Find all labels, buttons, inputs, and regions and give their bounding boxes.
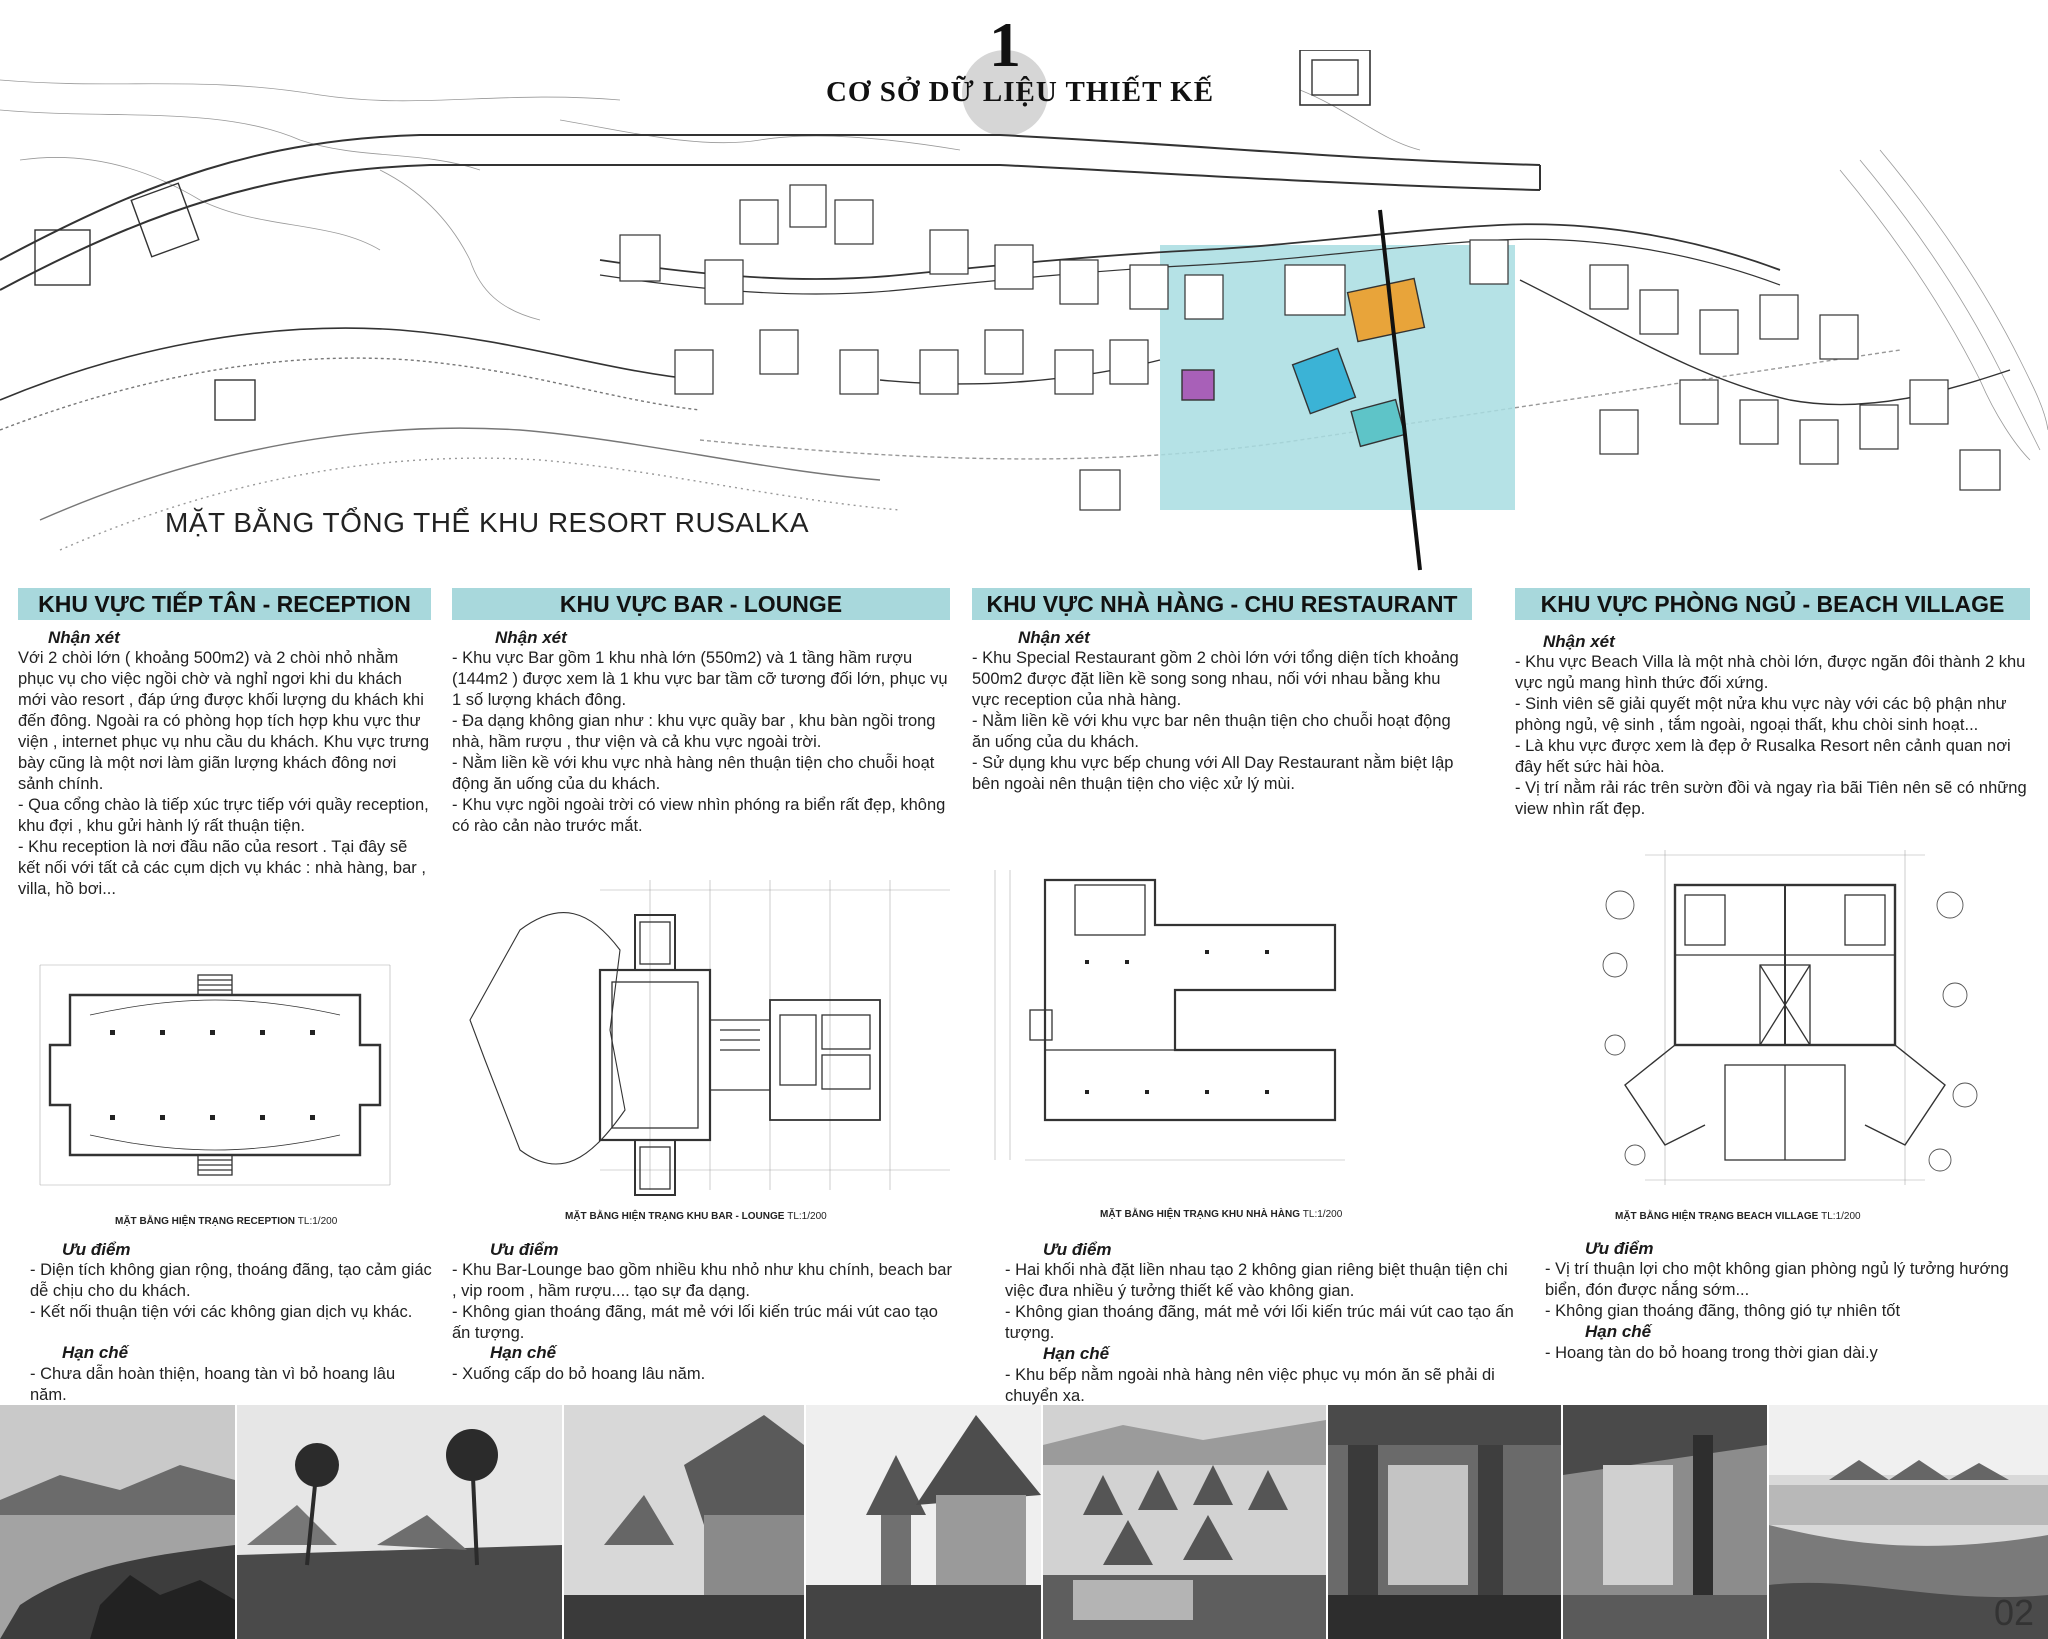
photo-rocky-beach xyxy=(1769,1405,2048,1639)
section-number: 1 xyxy=(989,9,1021,80)
reception-floor-plan xyxy=(30,945,400,1205)
masterplan-drawing xyxy=(0,49,2048,580)
restaurant-remarks: - Khu Special Restaurant gồm 2 chòi lớn … xyxy=(972,648,1472,795)
photo-concrete-interior xyxy=(1328,1405,1561,1639)
bar-con-1: - Xuống cấp do bỏ hoang lâu năm. xyxy=(452,1365,706,1383)
bar-remarks-label: Nhận xét xyxy=(495,628,567,647)
beach-pro-1: - Vị trí thuận lợi cho một không gian ph… xyxy=(1545,1260,2009,1299)
beach-con-1: - Hoang tàn do bỏ hoang trong thời gian … xyxy=(1545,1344,1878,1362)
reception-pro-1: - Diện tích không gian rộng, thoáng đãng… xyxy=(30,1261,432,1300)
restaurant-pros-label: Ưu điểm xyxy=(1043,1240,1112,1259)
beach-scale: TL:1/200 xyxy=(1821,1211,1861,1222)
reception-pros: - Diện tích không gian rộng, thoáng đãng… xyxy=(30,1260,435,1323)
restaurant-pros: - Hai khối nhà đặt liền nhau tạo 2 không… xyxy=(1005,1260,1515,1344)
beach-pros-label: Ưu điểm xyxy=(1585,1239,1654,1258)
reception-remark-1: Với 2 chòi lớn ( khoảng 500m2) và 2 chòi… xyxy=(18,649,430,793)
photo-coastline xyxy=(0,1405,235,1639)
reception-remark-2: - Qua cổng chào là tiếp xúc trực tiếp vớ… xyxy=(18,796,429,835)
beach-cons-label: Hạn chế xyxy=(1585,1322,1652,1341)
bar-pros-label: Ưu điểm xyxy=(490,1240,559,1259)
restaurant-scale: TL:1/200 xyxy=(1302,1209,1343,1220)
restaurant-cons: - Khu bếp nằm ngoài nhà hàng nên việc ph… xyxy=(1005,1365,1515,1407)
section-number-circle xyxy=(962,50,1048,136)
bar-remark-3: - Nằm liền kề với khu vực nhà hàng nên t… xyxy=(452,754,935,793)
bar-pro-2: - Không gian thoáng đãng, mát mẻ với lối… xyxy=(452,1303,938,1342)
beach-pros: - Vị trí thuận lợi cho một không gian ph… xyxy=(1545,1259,2040,1322)
reception-con-1: - Chưa dẫn hoàn thiện, hoang tàn vì bỏ h… xyxy=(30,1365,396,1404)
reception-caption-text: MẶT BẰNG HIỆN TRẠNG RECEPTION xyxy=(115,1216,295,1227)
beach-remark-3: - Là khu vực được xem là đẹp ở Rusalka R… xyxy=(1515,737,2011,776)
beach-cons: - Hoang tàn do bỏ hoang trong thời gian … xyxy=(1545,1343,2040,1364)
beach-remark-1: - Khu vực Beach Villa là một nhà chòi lớ… xyxy=(1515,653,2026,692)
restaurant-drawing-caption: MẶT BẰNG HIỆN TRẠNG KHU NHÀ HÀNG TL:1/20… xyxy=(1100,1209,1342,1220)
restaurant-con-1: - Khu bếp nằm ngoài nhà hàng nên việc ph… xyxy=(1005,1366,1495,1405)
bar-cons-label: Hạn chế xyxy=(490,1343,557,1362)
bar-lounge-floor-plan xyxy=(450,870,955,1210)
bar-remark-4: - Khu vực ngồi ngoài trời có view nhìn p… xyxy=(452,796,946,835)
beach-caption-text: MẶT BẰNG HIỆN TRẠNG BEACH VILLAGE xyxy=(1615,1211,1819,1222)
restaurant-floor-plan xyxy=(985,840,1365,1180)
restaurant-pro-2: - Không gian thoáng đãng, mát mẻ với lối… xyxy=(1005,1303,1514,1342)
reception-pro-2: - Kết nối thuận tiện với các không gian … xyxy=(30,1303,413,1321)
page-number: 02 xyxy=(1993,1592,2034,1633)
beach-remarks-label: Nhận xét xyxy=(1543,632,1615,651)
reception-cons-label: Hạn chế xyxy=(62,1343,129,1362)
beach-remark-4: - Vị trí nằm rải rác trên sườn đồi và ng… xyxy=(1515,779,2027,818)
restaurant-remark-3: - Sử dụng khu vực bếp chung với All Day … xyxy=(972,754,1454,793)
bar-pro-1: - Khu Bar-Lounge bao gồm nhiều khu nhỏ n… xyxy=(452,1261,952,1300)
beach-remarks: - Khu vực Beach Villa là một nhà chòi lớ… xyxy=(1515,652,2030,820)
restaurant-cons-label: Hạn chế xyxy=(1043,1344,1110,1363)
restaurant-pro-1: - Hai khối nhà đặt liền nhau tạo 2 không… xyxy=(1005,1261,1508,1300)
beach-remark-2: - Sinh viên sẽ giải quyết một nửa khu vự… xyxy=(1515,695,2007,734)
beach-village-floor-plan xyxy=(1555,845,2035,1200)
reception-remarks: Với 2 chòi lớn ( khoảng 500m2) và 2 chòi… xyxy=(18,648,431,900)
bar-pros: - Khu Bar-Lounge bao gồm nhiều khu nhỏ n… xyxy=(452,1260,952,1344)
photo-thatched-corridor xyxy=(1563,1405,1767,1639)
photo-village-aerial xyxy=(1043,1405,1326,1639)
masterplan-caption: MẶT BẰNG TỔNG THỂ KHU RESORT RUSALKA xyxy=(165,507,809,538)
reception-cons: - Chưa dẫn hoàn thiện, hoang tàn vì bỏ h… xyxy=(30,1364,435,1406)
photo-palm-trees xyxy=(237,1405,562,1639)
bar-cons: - Xuống cấp do bỏ hoang lâu năm. xyxy=(452,1364,952,1385)
restaurant-remarks-label: Nhận xét xyxy=(1018,628,1090,647)
beach-drawing-caption: MẶT BẰNG HIỆN TRẠNG BEACH VILLAGE TL:1/2… xyxy=(1615,1211,1861,1222)
section-header-reception: KHU VỰC TIẾP TÂN - RECEPTION xyxy=(18,588,431,620)
reception-remarks-label: Nhận xét xyxy=(48,628,120,647)
restaurant-caption-text: MẶT BẰNG HIỆN TRẠNG KHU NHÀ HÀNG xyxy=(1100,1209,1300,1220)
reception-pros-label: Ưu điểm xyxy=(62,1240,131,1259)
bar-caption-text: MẶT BẰNG HIỆN TRẠNG KHU BAR - LOUNGE xyxy=(565,1211,785,1222)
photo-thatched-tower xyxy=(806,1405,1041,1639)
bar-remark-1: - Khu vực Bar gồm 1 khu nhà lớn (550m2) … xyxy=(452,649,948,709)
section-header-bar-lounge: KHU VỰC BAR - LOUNGE xyxy=(452,588,950,620)
section-header-restaurant: KHU VỰC NHÀ HÀNG - CHU RESTAURANT xyxy=(972,588,1472,620)
photo-thatched-roofs xyxy=(564,1405,804,1639)
reception-scale: TL:1/200 xyxy=(297,1216,338,1227)
bar-scale: TL:1/200 xyxy=(787,1211,827,1222)
beach-pro-2: - Không gian thoáng đãng, thông gió tự n… xyxy=(1545,1302,1901,1320)
restaurant-remark-2: - Nằm liền kề với khu vực bar nên thuận … xyxy=(972,712,1451,751)
page-title: CƠ SỞ DỮ LIỆU THIẾT KẾ xyxy=(825,76,1215,108)
bar-drawing-caption: MẶT BẰNG HIỆN TRẠNG KHU BAR - LOUNGE TL:… xyxy=(565,1211,827,1222)
section-header-beach-village: KHU VỰC PHÒNG NGỦ - BEACH VILLAGE xyxy=(1515,588,2030,620)
bar-remarks: - Khu vực Bar gồm 1 khu nhà lớn (550m2) … xyxy=(452,648,950,837)
reception-remark-3: - Khu reception là nơi đầu não của resor… xyxy=(18,838,426,898)
restaurant-remark-1: - Khu Special Restaurant gồm 2 chòi lớn … xyxy=(972,649,1459,709)
bar-remark-2: - Đa dạng không gian như : khu vực quầy … xyxy=(452,712,936,751)
reception-drawing-caption: MẶT BẰNG HIỆN TRẠNG RECEPTION TL:1/200 xyxy=(115,1216,337,1227)
